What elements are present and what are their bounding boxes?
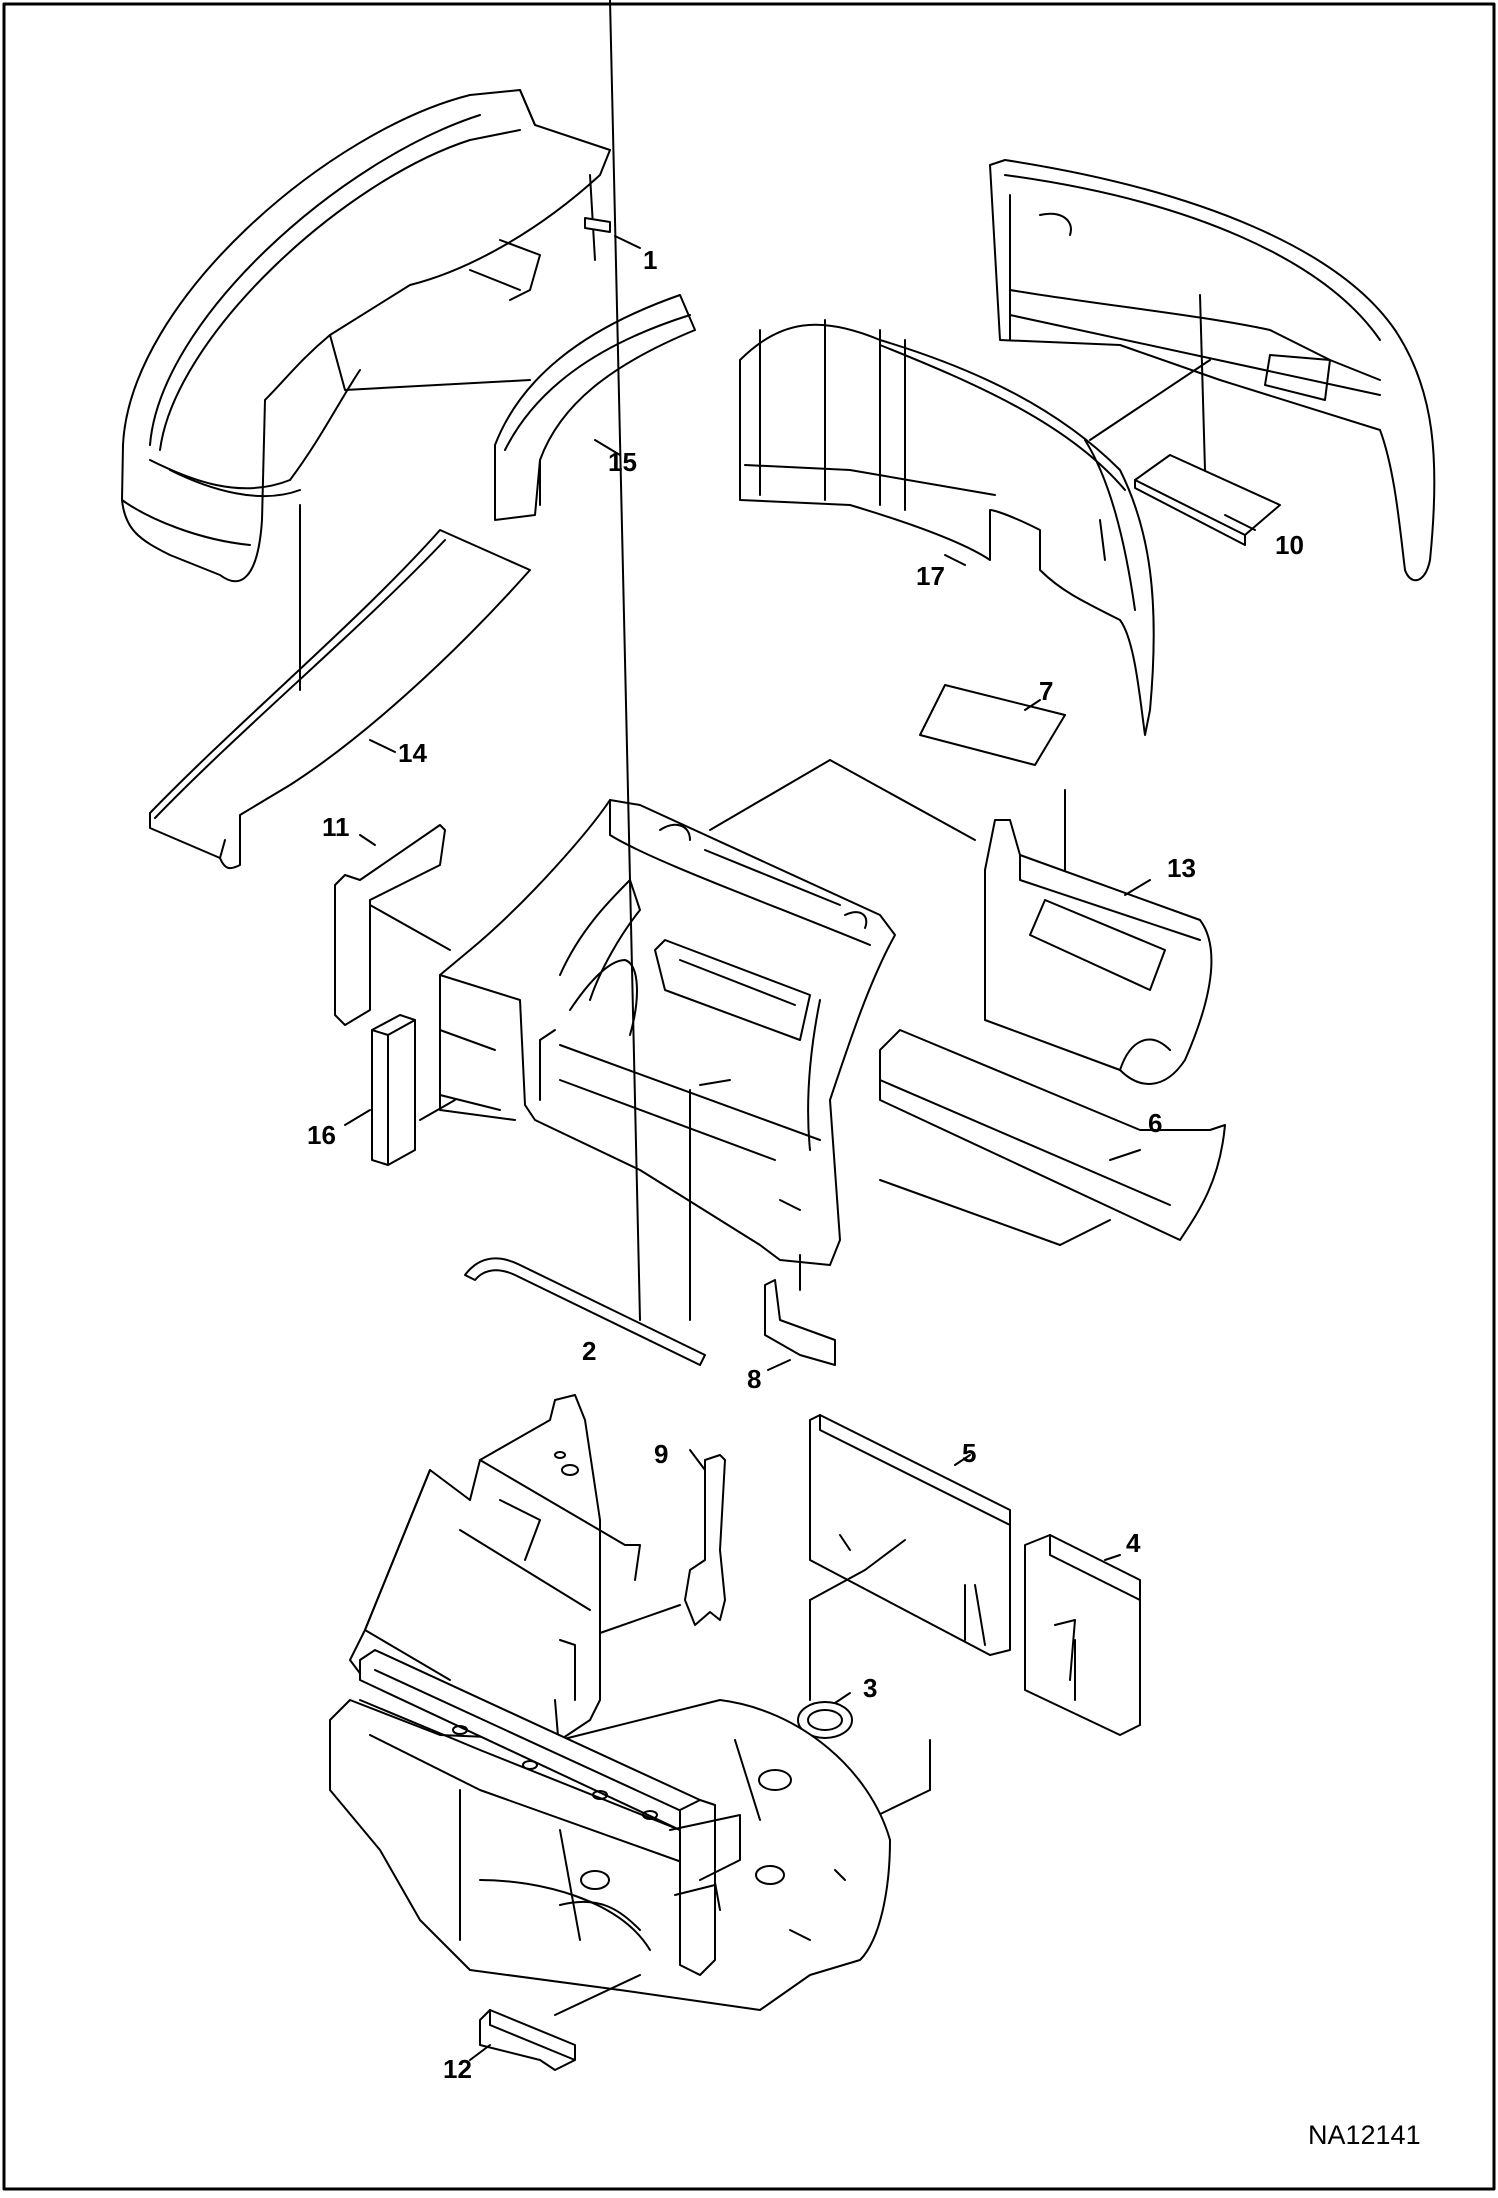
part-13-panel (984, 819, 1213, 1085)
leader-9 (689, 1449, 706, 1471)
part-6-strip (879, 1029, 1226, 1241)
guide-12 (554, 1974, 641, 2016)
part-top-cover (121, 89, 611, 583)
part-17-panel (739, 319, 1155, 736)
cab-frame (439, 799, 896, 1266)
leader-11 (359, 834, 376, 846)
callout-11: 11 (322, 812, 350, 842)
part-16-block (371, 1014, 416, 1166)
leader-3 (834, 1692, 851, 1704)
callout-6: 6 (1148, 1108, 1162, 1138)
guide-5 (864, 1539, 906, 1571)
leader-15 (594, 439, 621, 456)
leader-1 (614, 235, 641, 249)
guide-6 (879, 1179, 1061, 1246)
callout-4: 4 (1126, 1528, 1141, 1558)
leader-6 (1109, 1149, 1141, 1161)
leader-17 (944, 554, 966, 566)
leader-7 (1024, 699, 1041, 711)
guide-6b (1059, 1219, 1111, 1246)
guide-frame-top2 (829, 759, 976, 841)
part-16-edges (371, 1019, 416, 1166)
base-upright (349, 1394, 641, 1761)
part-10-pad (1134, 454, 1281, 546)
leader-5 (954, 1454, 971, 1466)
callout-2: 2 (582, 1336, 596, 1366)
callout-7: 7 (1039, 676, 1053, 706)
guide-11 (369, 904, 451, 951)
part-10-cover (989, 159, 1436, 582)
callout-8: 8 (747, 1364, 761, 1394)
guide-frame-b (699, 1079, 731, 1086)
callout-13: 13 (1167, 853, 1196, 883)
part-3-grommet (797, 1701, 853, 1739)
guide-frame-top (709, 759, 831, 831)
leader-8 (767, 1359, 791, 1371)
callout-17: 17 (916, 561, 945, 591)
callout-12: 12 (443, 2054, 472, 2084)
callout-3: 3 (863, 1673, 877, 1703)
part-9-bracket (684, 1454, 726, 1626)
base-frame (329, 1619, 891, 2011)
callout-10: 10 (1275, 530, 1304, 560)
part-1-clip (584, 217, 611, 233)
part-5-pad (809, 1414, 1011, 1656)
part-14-panel (149, 529, 531, 870)
leader-13 (1124, 879, 1151, 896)
part-8-bracket (764, 1279, 836, 1366)
leader-2 (609, 0, 641, 1321)
callout-14: 14 (398, 738, 427, 768)
callout-5: 5 (962, 1438, 976, 1468)
part-4-pad (1024, 1534, 1141, 1736)
callout-9: 9 (654, 1439, 668, 1469)
figure-id: NA12141 (1308, 2120, 1421, 2150)
guide-5b (809, 1569, 866, 1601)
guide-16 (419, 1099, 456, 1121)
leader-12 (469, 2044, 491, 2061)
callout-1: 1 (643, 245, 657, 275)
callout-16: 16 (307, 1120, 336, 1150)
guide-10 (1199, 294, 1206, 471)
leader-14 (369, 739, 396, 753)
part-11-bracket (334, 824, 446, 1026)
leader-10 (1224, 514, 1256, 531)
leader-16 (344, 1109, 371, 1126)
callouts: 1 2 3 4 5 6 7 8 9 10 11 12 13 14 15 16 1… (307, 245, 1421, 2150)
part-15-panel (494, 294, 696, 521)
leader-4 (1104, 1554, 1121, 1561)
part-12-channel (479, 2009, 576, 2071)
part-7-pad (919, 684, 1066, 766)
base-right-post (669, 1799, 741, 1976)
guide-10b (1089, 359, 1211, 441)
callout-15: 15 (608, 447, 637, 477)
part-2-rod (464, 1257, 706, 1366)
